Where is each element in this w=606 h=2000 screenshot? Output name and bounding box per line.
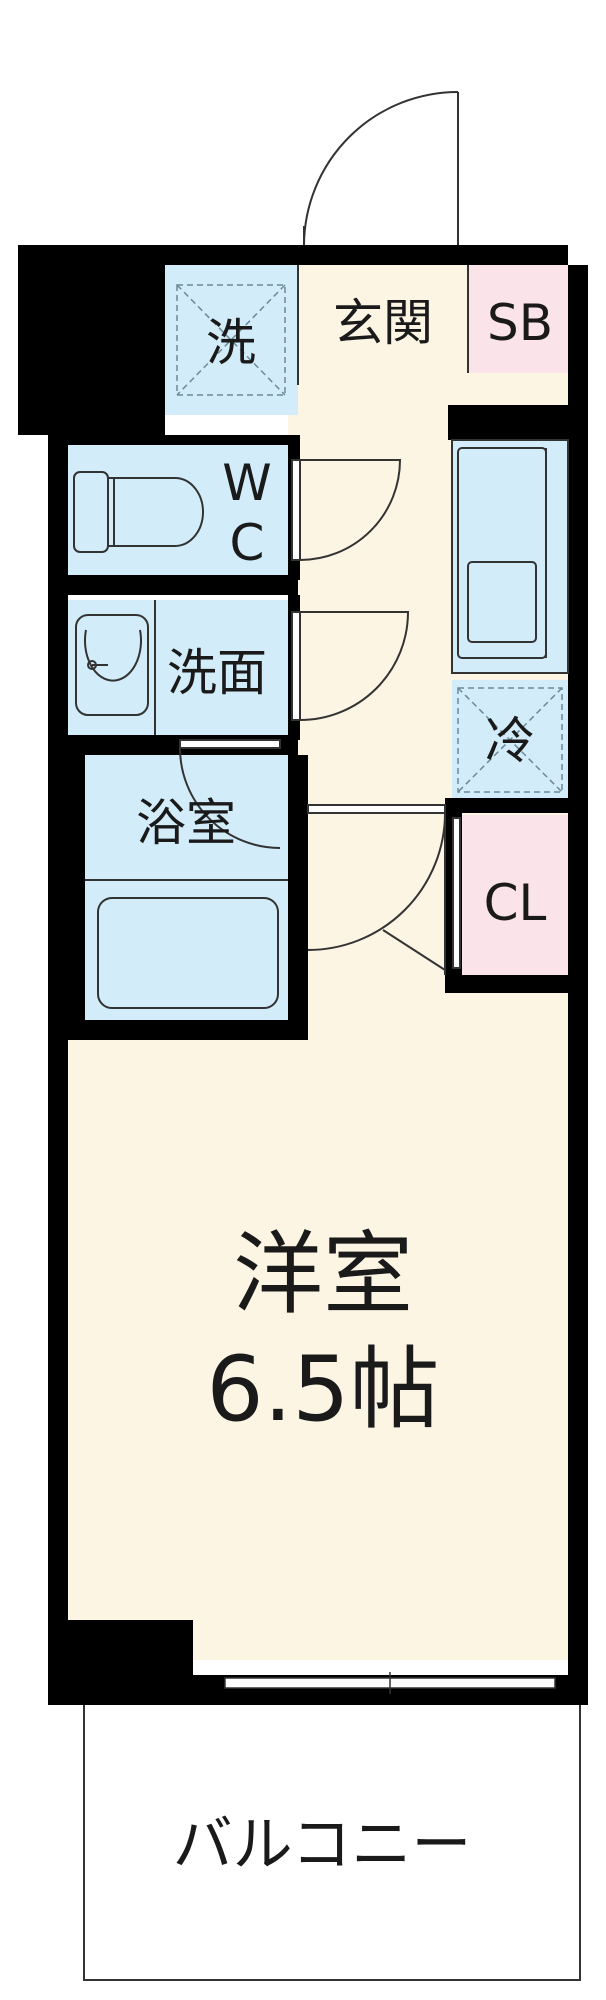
closet-label: CL	[484, 874, 547, 932]
shoe-box-label: SB	[487, 294, 553, 352]
washroom-label: 洗面	[167, 644, 267, 702]
toilet-label-w: W	[222, 454, 271, 512]
entrance-floor	[298, 265, 468, 385]
bathroom-label: 浴室	[136, 794, 236, 852]
entrance-door	[303, 91, 459, 246]
toilet-fixture	[73, 471, 204, 553]
washer-pan	[176, 284, 286, 396]
fridge-pan	[457, 687, 563, 793]
walls	[18, 245, 588, 1705]
washbasin-fixture	[75, 600, 156, 735]
western-room-name: 洋室	[233, 1222, 413, 1327]
balcony-outline	[83, 1705, 581, 1981]
toilet-room	[68, 440, 288, 575]
washer-space	[165, 265, 298, 415]
western-room-size: 6.5帖	[206, 1337, 439, 1442]
bathtub	[85, 879, 288, 1009]
entrance-label: 玄関	[333, 294, 433, 352]
balcony-window	[224, 1672, 556, 1694]
interior-doors	[179, 459, 461, 975]
western-room-floor	[68, 1040, 568, 1660]
toilet-label-c: C	[230, 514, 265, 572]
kitchen-sink	[451, 439, 569, 674]
kitchen-counter	[452, 438, 568, 673]
divider-lines	[297, 265, 469, 385]
bathroom	[85, 755, 288, 1020]
shoe-box	[468, 265, 568, 373]
washroom	[68, 600, 288, 735]
fridge-label: 冷	[485, 712, 535, 770]
washer-label: 洗	[206, 314, 256, 372]
balcony-label: バルコニー	[173, 1810, 472, 1880]
closet	[462, 815, 568, 975]
